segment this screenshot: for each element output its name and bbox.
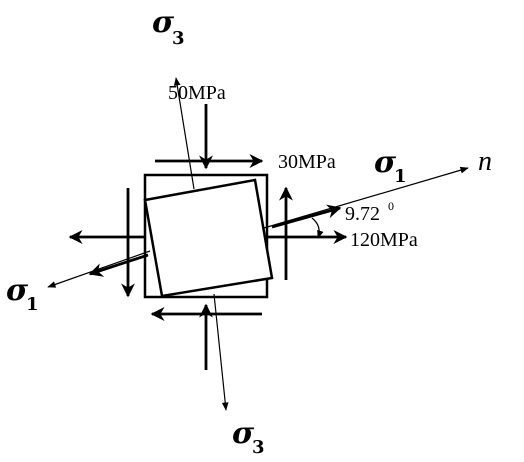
sigma3-top-subscript: 3 [172,28,185,49]
n-axis-label: n [478,146,492,177]
sigma3-bottom-symbol: σ [232,416,255,451]
sigma3-axis-lower [213,293,229,411]
angle-arc [311,217,324,239]
sigma1-axis-left [47,250,151,288]
stress-30-label: 30MPa [278,151,336,173]
sigma1-right-symbol: σ [374,145,397,180]
sigma1-right-subscript: 1 [394,166,407,187]
sigma3-bottom-subscript: 3 [252,437,265,458]
n-axis-line [263,166,469,229]
sigma1-left-symbol: σ [6,273,29,308]
angle-label: 9.72 [345,203,380,225]
sigma1-right-arrow [271,204,342,229]
stress-120-label: 120MPa [350,229,418,251]
stress-50-label: 50MPa [168,82,226,104]
angle-degree-sup: 0 [388,199,394,213]
sigma1-left-arrow [88,253,149,277]
sigma3-top-symbol: σ [152,5,175,40]
rotated-principal-element [143,178,274,298]
sigma3-axis-upper [173,77,195,190]
sigma1-left-subscript: 1 [26,294,39,315]
